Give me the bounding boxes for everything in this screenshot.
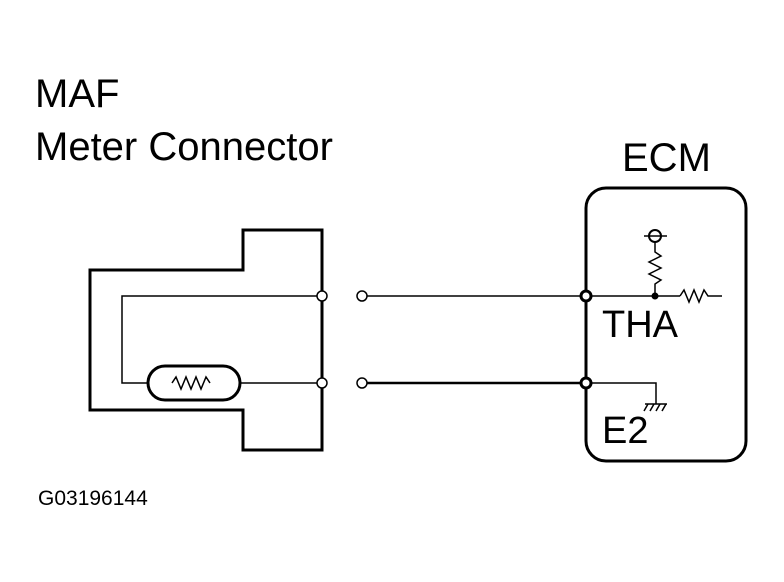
harness-terminal-lower xyxy=(356,377,368,389)
figure-code: G03196144 xyxy=(38,487,148,510)
ecm-series-resistor xyxy=(679,288,722,304)
e2-ground-wire xyxy=(591,382,657,404)
internal-wire-loop xyxy=(121,295,322,384)
maf-title: MAF xyxy=(35,72,120,116)
meter-connector-title: Meter Connector xyxy=(35,125,333,169)
connector-terminal-lower xyxy=(316,377,328,389)
ecm-title: ECM xyxy=(622,136,711,180)
maf-connector-body xyxy=(88,228,324,452)
ground-hatch-2 xyxy=(649,403,655,412)
ground-hatch-3 xyxy=(655,403,661,412)
harness-terminal-upper xyxy=(356,290,368,302)
ecm-box xyxy=(584,186,748,463)
ecm-pullup-resistor xyxy=(647,242,663,296)
tha-label: THA xyxy=(602,304,678,346)
e2-label: E2 xyxy=(602,410,649,452)
ground-hatch-1 xyxy=(643,403,649,412)
ecm-terminal-tha xyxy=(579,289,593,303)
thermistor-resistor xyxy=(171,375,211,391)
ecm-terminal-e2 xyxy=(579,376,593,390)
connector-terminal-upper xyxy=(316,290,328,302)
ground-hatch-4 xyxy=(661,403,667,412)
